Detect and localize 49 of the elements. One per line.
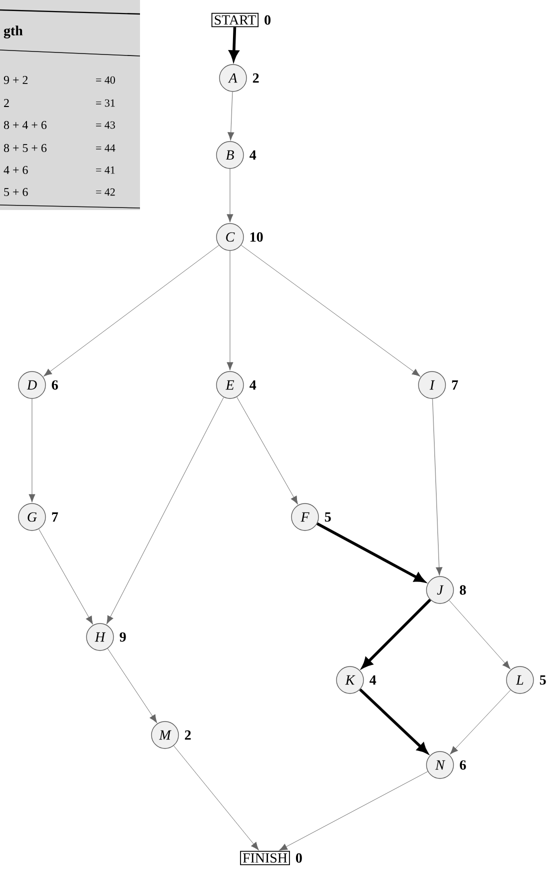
duration-label: 2: [252, 73, 259, 83]
duration-label: 6: [52, 380, 58, 390]
arrow: [28, 398, 36, 502]
duration-label: 5: [540, 675, 546, 685]
table-cell: 5 + 6: [4, 188, 28, 196]
arrow: [432, 398, 442, 576]
duration-label: 2: [184, 730, 191, 740]
arrow: [362, 598, 432, 668]
arrow: [173, 746, 259, 850]
arrow: [228, 92, 234, 140]
duration-label: 5: [324, 512, 331, 522]
duration-label: 7: [452, 380, 458, 390]
duration-label: 10: [250, 232, 263, 242]
table-cell: 4 + 6: [4, 166, 28, 174]
arrow: [279, 771, 428, 851]
table-cell: = 41: [96, 166, 115, 174]
duration-label: 7: [52, 512, 58, 522]
table-heading: gth: [4, 26, 23, 38]
arrow: [106, 397, 224, 624]
duration-label: 9: [120, 632, 126, 642]
table-cell: 2: [4, 99, 9, 107]
duration-label: 4: [250, 380, 256, 390]
terminal-box: START: [211, 12, 259, 28]
arrow: [240, 244, 420, 376]
table-cell: = 31: [96, 99, 115, 107]
table-cell: 9 + 2: [4, 76, 28, 84]
arrow: [236, 396, 298, 504]
terminal-box: FINISH: [240, 850, 290, 866]
table-cell: = 40: [96, 76, 115, 84]
table-cell: = 42: [96, 188, 115, 196]
duration-label: 0: [296, 853, 302, 863]
duration-label: 0: [264, 15, 270, 25]
arrow: [450, 690, 511, 754]
arrow: [44, 245, 220, 376]
arrow: [226, 168, 234, 222]
duration-label: 6: [460, 760, 466, 770]
duration-label: 4: [370, 675, 376, 685]
arrow: [107, 648, 158, 723]
table-cell: 8 + 5 + 6: [4, 144, 47, 152]
arrow: [448, 600, 510, 670]
arrow: [316, 522, 425, 582]
arrow: [359, 688, 428, 754]
arrow: [38, 528, 93, 624]
table-cell: 8 + 4 + 6: [4, 120, 47, 130]
table-cell: = 44: [96, 144, 116, 152]
duration-label: 4: [250, 150, 256, 160]
duration-label: 8: [460, 585, 466, 595]
arrow: [226, 250, 234, 370]
table-cell: = 43: [96, 121, 115, 129]
